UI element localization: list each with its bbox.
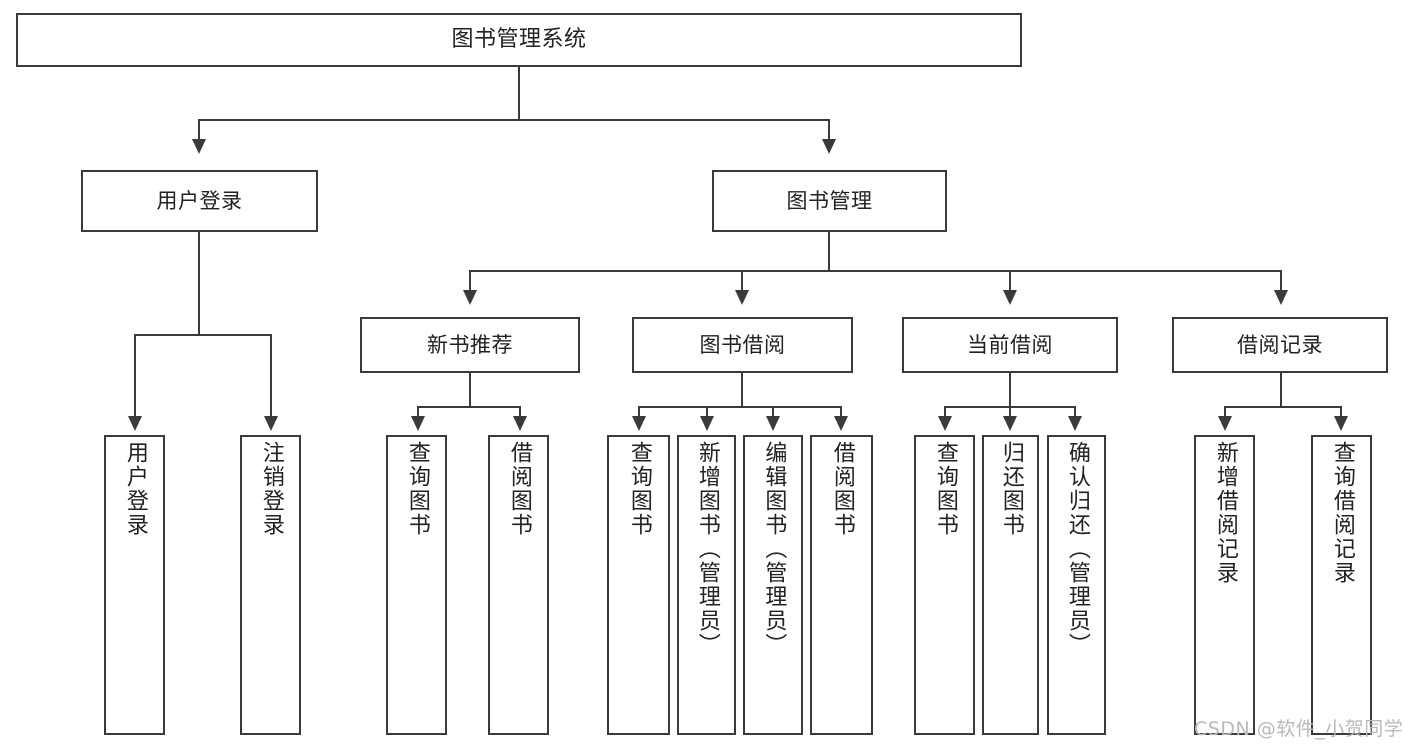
node-label: 图书借阅	[699, 332, 786, 357]
arrow-leaf-user-login	[128, 416, 142, 431]
node-leaf-add-book[interactable]: 新增图书（管理员）	[677, 435, 736, 735]
node-label: 编辑图书（管理员）	[761, 441, 787, 657]
connector-user-login-branch-2	[270, 334, 272, 420]
node-leaf-query-book-3[interactable]: 查询图书	[914, 435, 975, 735]
connector-user-login-branch-1	[134, 334, 136, 420]
node-label: 查询借阅记录	[1329, 441, 1355, 585]
node-label: 用户登录	[122, 441, 148, 537]
connector-book-borrow-branch-1	[638, 406, 640, 420]
node-leaf-query-book-1[interactable]: 查询图书	[386, 435, 447, 735]
arrow-leaf-add-record	[1218, 416, 1232, 431]
node-label: 归还图书	[998, 441, 1024, 537]
node-label: 用户登录	[156, 188, 243, 213]
node-label: 确认归还（管理员）	[1064, 441, 1090, 657]
node-leaf-logout-login[interactable]: 注销登录	[240, 435, 301, 735]
node-book-borrow[interactable]: 图书借阅	[632, 317, 853, 373]
node-leaf-edit-book[interactable]: 编辑图书（管理员）	[743, 435, 803, 735]
arrow-leaf-query-book-1	[411, 416, 425, 431]
arrow-to-book-borrow	[735, 290, 749, 305]
node-label: 新增借阅记录	[1212, 441, 1238, 585]
node-leaf-user-login[interactable]: 用户登录	[104, 435, 165, 735]
arrow-leaf-query-book-2	[632, 416, 646, 431]
connector-book-borrow-stem	[741, 373, 743, 407]
node-label: 借阅记录	[1237, 332, 1323, 357]
connector-current-borrow-branch-2	[1009, 406, 1011, 420]
connector-current-borrow-branch-3	[1074, 406, 1076, 420]
arrow-to-user-login	[192, 139, 206, 154]
arrow-leaf-borrow-book-1	[513, 416, 527, 431]
node-user-login[interactable]: 用户登录	[81, 170, 318, 232]
connector-book-borrow-branch-4	[840, 406, 842, 420]
arrow-to-book-manage	[822, 139, 836, 154]
node-leaf-query-book-2[interactable]: 查询图书	[607, 435, 670, 735]
connector-user-login-stem	[198, 232, 200, 335]
node-label: 查询图书	[404, 441, 430, 537]
connector-new-book-branch-2	[519, 406, 521, 420]
connector-to-borrow-record	[1280, 270, 1282, 295]
arrow-leaf-borrow-book-2	[834, 416, 848, 431]
node-label: 当前借阅	[967, 332, 1053, 357]
connector-borrow-record-branch-1	[1224, 406, 1226, 420]
node-leaf-confirm-return[interactable]: 确认归还（管理员）	[1047, 435, 1106, 735]
connector-to-new-book-recommend	[469, 270, 471, 295]
connector-book-manage-stem	[828, 232, 830, 271]
node-leaf-add-record[interactable]: 新增借阅记录	[1194, 435, 1255, 735]
node-new-book-recommend[interactable]: 新书推荐	[360, 317, 580, 373]
connector-root-stem	[518, 67, 520, 120]
arrow-leaf-logout-login	[264, 416, 278, 431]
connector-book-borrow-bus	[638, 406, 842, 408]
arrow-to-borrow-record	[1274, 290, 1288, 305]
node-label: 借阅图书	[506, 441, 532, 537]
arrow-leaf-edit-book	[766, 416, 780, 431]
connector-level1-bus	[198, 119, 830, 121]
node-label: 注销登录	[258, 441, 284, 537]
connector-to-book-borrow	[741, 270, 743, 295]
connector-current-borrow-stem	[1009, 373, 1011, 407]
connector-user-login-bus	[134, 334, 272, 336]
connector-borrow-record-bus	[1224, 406, 1342, 408]
arrow-leaf-confirm-return	[1068, 416, 1082, 431]
connector-borrow-record-branch-2	[1340, 406, 1342, 420]
connector-to-book-manage	[828, 119, 830, 144]
arrow-leaf-query-record	[1334, 416, 1348, 431]
node-leaf-query-record[interactable]: 查询借阅记录	[1311, 435, 1372, 735]
connector-level2-bus	[469, 270, 1282, 272]
connector-to-user-login	[198, 119, 200, 144]
arrow-leaf-return-book	[1003, 416, 1017, 431]
arrow-to-new-book-recommend	[463, 290, 477, 305]
connector-new-book-stem	[469, 373, 471, 407]
node-current-borrow[interactable]: 当前借阅	[902, 317, 1118, 373]
node-borrow-record[interactable]: 借阅记录	[1172, 317, 1388, 373]
node-leaf-borrow-book-2[interactable]: 借阅图书	[810, 435, 873, 735]
node-label: 查询图书	[932, 441, 958, 537]
arrow-leaf-query-book-3	[938, 416, 952, 431]
connector-to-current-borrow	[1009, 270, 1011, 295]
node-root-system[interactable]: 图书管理系统	[16, 13, 1022, 67]
node-label: 新增图书（管理员）	[694, 441, 720, 657]
node-label: 图书管理系统	[451, 27, 587, 53]
arrow-leaf-add-book	[700, 416, 714, 431]
connector-new-book-bus	[417, 406, 521, 408]
node-label: 新书推荐	[427, 332, 513, 357]
connector-current-borrow-branch-1	[944, 406, 946, 420]
connector-book-borrow-branch-2	[706, 406, 708, 420]
arrow-to-current-borrow	[1003, 290, 1017, 305]
node-label: 图书管理	[786, 188, 873, 213]
connector-borrow-record-stem	[1280, 373, 1282, 407]
node-leaf-return-book[interactable]: 归还图书	[982, 435, 1039, 735]
connector-book-borrow-branch-3	[772, 406, 774, 420]
node-leaf-borrow-book-1[interactable]: 借阅图书	[488, 435, 549, 735]
node-label: 查询图书	[626, 441, 652, 537]
node-book-manage[interactable]: 图书管理	[712, 170, 947, 232]
connector-new-book-branch-1	[417, 406, 419, 420]
node-label: 借阅图书	[829, 441, 855, 537]
